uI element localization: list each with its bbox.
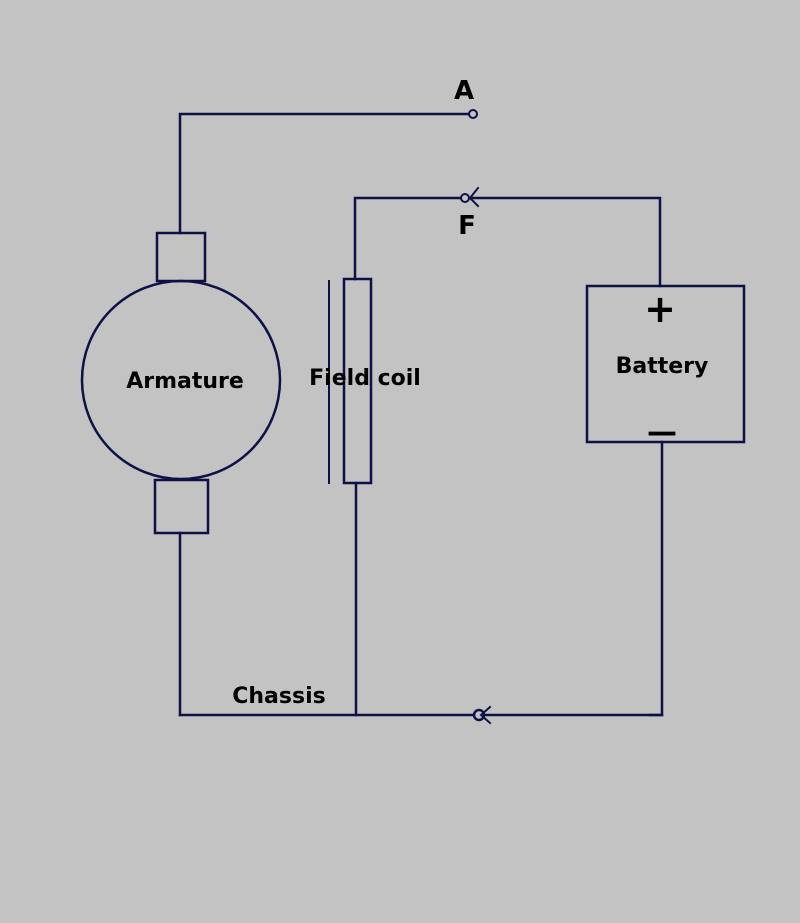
battery-minus-label: — bbox=[647, 415, 677, 450]
chassis-connector-fork bbox=[479, 705, 492, 725]
chassis-label: Chassis bbox=[232, 684, 325, 709]
terminal-f-connector bbox=[460, 193, 470, 203]
armature-bottom-brush bbox=[153, 478, 210, 535]
field-coil-label: Field coil bbox=[309, 366, 421, 391]
terminal-a-label: A bbox=[454, 76, 474, 106]
armature-circle bbox=[80, 279, 282, 481]
armature-label: Armature bbox=[126, 369, 244, 394]
battery-label: Battery bbox=[616, 354, 709, 379]
wire-battery-to-chassis bbox=[648, 440, 664, 717]
wire-armature-to-terminal-a bbox=[178, 112, 470, 235]
battery-plus-label: + bbox=[644, 287, 676, 331]
terminal-f-label: F bbox=[458, 211, 476, 241]
battery-box bbox=[585, 284, 746, 444]
field-coil-body bbox=[342, 277, 373, 485]
wire-field-coil-to-terminal-f bbox=[353, 196, 462, 281]
armature-top-brush bbox=[155, 231, 207, 283]
terminal-a-connector bbox=[468, 109, 478, 119]
chassis-connector bbox=[472, 708, 486, 722]
wire-terminal-f-to-battery bbox=[470, 196, 662, 288]
terminal-f-connector-fork bbox=[468, 186, 480, 208]
